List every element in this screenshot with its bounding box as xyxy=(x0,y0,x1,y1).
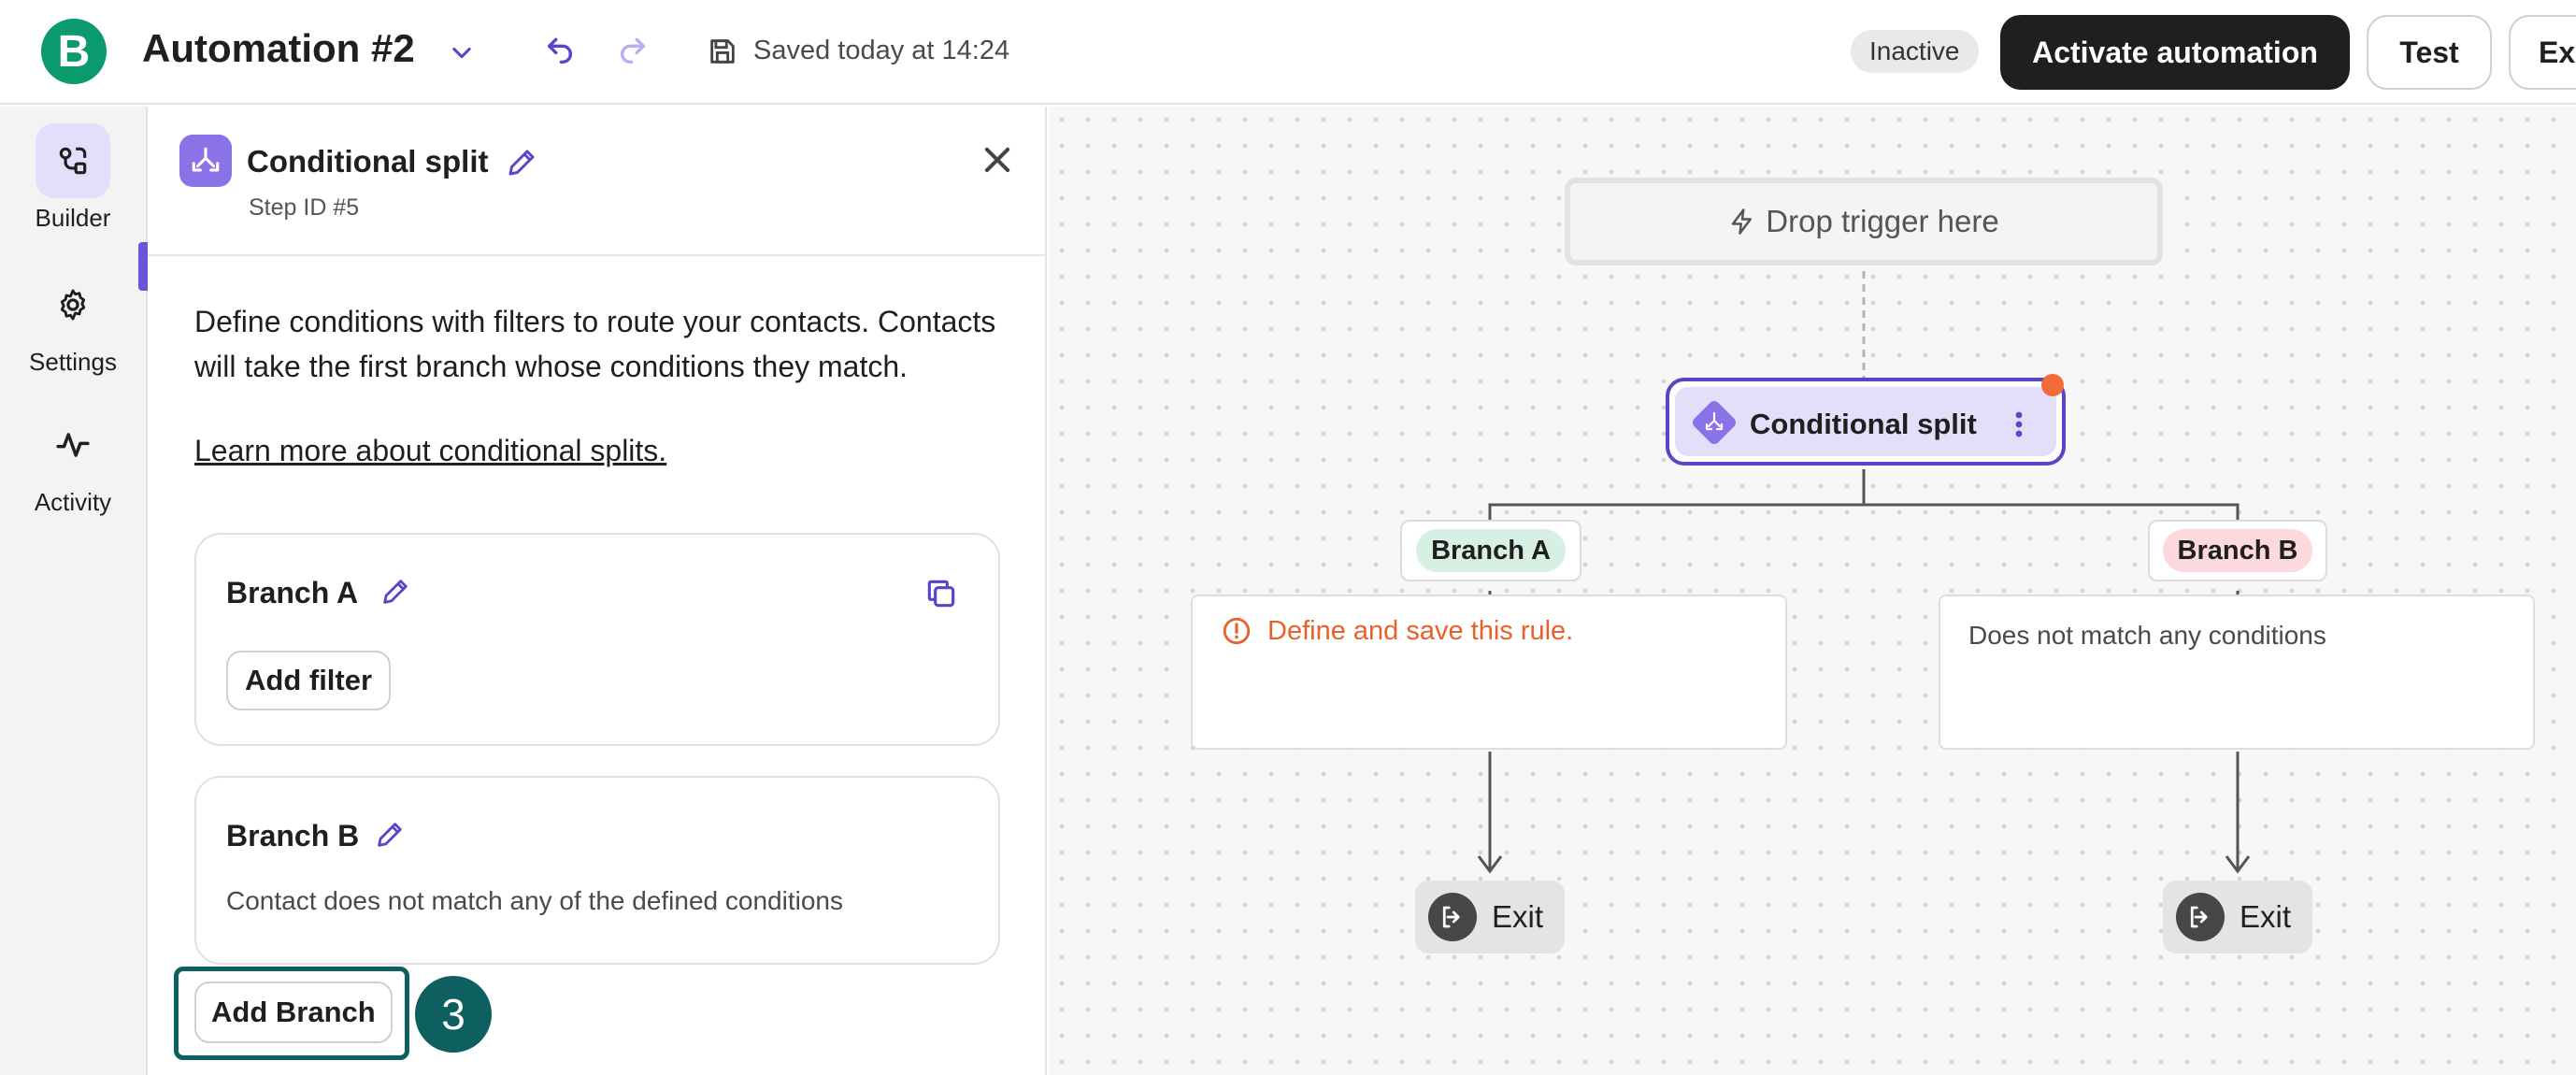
alert-circle-icon xyxy=(1223,617,1251,645)
gear-icon xyxy=(36,267,110,342)
step-id: Step ID #5 xyxy=(249,194,360,221)
rule-text: Does not match any conditions xyxy=(1968,621,2326,650)
exit-label: Exit xyxy=(1492,899,1544,934)
branch-name: Branch A xyxy=(226,576,359,609)
rail-item-settings[interactable]: Settings xyxy=(0,267,146,377)
branch-pill: Branch B xyxy=(2162,529,2313,572)
rail-label: Settings xyxy=(29,348,117,376)
split-node-label: Conditional split xyxy=(1750,408,1977,440)
workflow-canvas[interactable]: Drop trigger here Conditional split Bran… xyxy=(1049,107,2576,1075)
redo-icon[interactable] xyxy=(613,32,652,71)
canvas-branch-a-label[interactable]: Branch A xyxy=(1400,520,1581,581)
undo-icon[interactable] xyxy=(540,32,580,71)
automation-title[interactable]: Automation #2 xyxy=(142,26,415,70)
close-icon[interactable] xyxy=(974,136,1021,183)
more-options-icon[interactable] xyxy=(2006,406,2032,443)
branch-card-b: Branch B Contact does not match any of t… xyxy=(194,776,1000,965)
exit-icon xyxy=(1428,893,1477,941)
rail-label: Activity xyxy=(34,488,112,516)
brand-logo[interactable]: B xyxy=(41,19,107,84)
split-icon xyxy=(1688,396,1740,449)
rail-item-builder[interactable]: Builder xyxy=(0,123,146,233)
rail-label: Builder xyxy=(35,204,111,232)
branch-pill: Branch A xyxy=(1416,529,1566,572)
rule-error-text: Define and save this rule. xyxy=(1267,615,1574,646)
edit-pencil-icon[interactable] xyxy=(374,819,408,853)
activity-icon xyxy=(36,408,110,482)
step-settings-panel: Conditional split Step ID #5 Define cond… xyxy=(148,107,1047,1075)
branch-card-a: Branch A Add filter xyxy=(194,533,1000,746)
branch-description: Contact does not match any of the define… xyxy=(226,886,843,915)
save-status: Saved today at 14:24 xyxy=(753,36,1010,65)
conditional-split-node[interactable]: Conditional split xyxy=(1666,378,2066,466)
canvas-branch-a-rule[interactable]: Define and save this rule. xyxy=(1191,595,1787,750)
add-branch-button[interactable]: Add Branch xyxy=(194,982,393,1043)
activate-automation-button[interactable]: Activate automation xyxy=(2000,15,2350,90)
tutorial-step-badge: 3 xyxy=(415,976,492,1053)
edit-pencil-icon[interactable] xyxy=(379,576,413,609)
panel-title: Conditional split xyxy=(247,144,489,179)
exit-label: Exit xyxy=(2240,899,2292,934)
trigger-drop-zone[interactable]: Drop trigger here xyxy=(1565,178,2163,265)
top-bar: B Automation #2 Saved today at 14:24 Ina… xyxy=(0,0,2576,105)
active-panel-marker xyxy=(138,242,148,291)
split-icon xyxy=(179,135,232,187)
save-icon xyxy=(707,36,738,67)
canvas-exit-node-b[interactable]: Exit xyxy=(2163,881,2312,953)
learn-more-link[interactable]: Learn more about conditional splits. xyxy=(194,434,667,467)
canvas-exit-node-a[interactable]: Exit xyxy=(1415,881,1565,953)
exit-icon xyxy=(2176,893,2225,941)
add-filter-button[interactable]: Add filter xyxy=(226,651,392,710)
left-rail: Builder Settings Activity xyxy=(0,107,148,1075)
branch-name: Branch B xyxy=(226,819,360,853)
rule-error-message: Define and save this rule. xyxy=(1221,615,1573,647)
edit-pencil-icon[interactable] xyxy=(505,146,538,179)
unsaved-indicator xyxy=(2041,374,2064,396)
duplicate-icon[interactable] xyxy=(923,576,961,613)
panel-header: Conditional split Step ID #5 xyxy=(148,107,1045,256)
trigger-placeholder: Drop trigger here xyxy=(1766,204,1999,238)
status-badge: Inactive xyxy=(1851,30,1979,73)
tutorial-highlight xyxy=(174,967,409,1060)
builder-icon xyxy=(36,123,110,198)
bolt-icon xyxy=(1732,208,1753,235)
connector-lines xyxy=(1477,271,2251,874)
canvas-branch-b-rule[interactable]: Does not match any conditions xyxy=(1939,595,2535,750)
canvas-branch-b-label[interactable]: Branch B xyxy=(2148,520,2327,581)
panel-description: Define conditions with filters to route … xyxy=(194,305,996,383)
test-button[interactable]: Test xyxy=(2367,15,2492,90)
export-button[interactable]: Ex xyxy=(2509,15,2576,90)
split-node-body: Conditional split xyxy=(1675,387,2056,456)
chevron-down-icon[interactable] xyxy=(445,36,479,69)
rail-item-activity[interactable]: Activity xyxy=(0,408,146,517)
